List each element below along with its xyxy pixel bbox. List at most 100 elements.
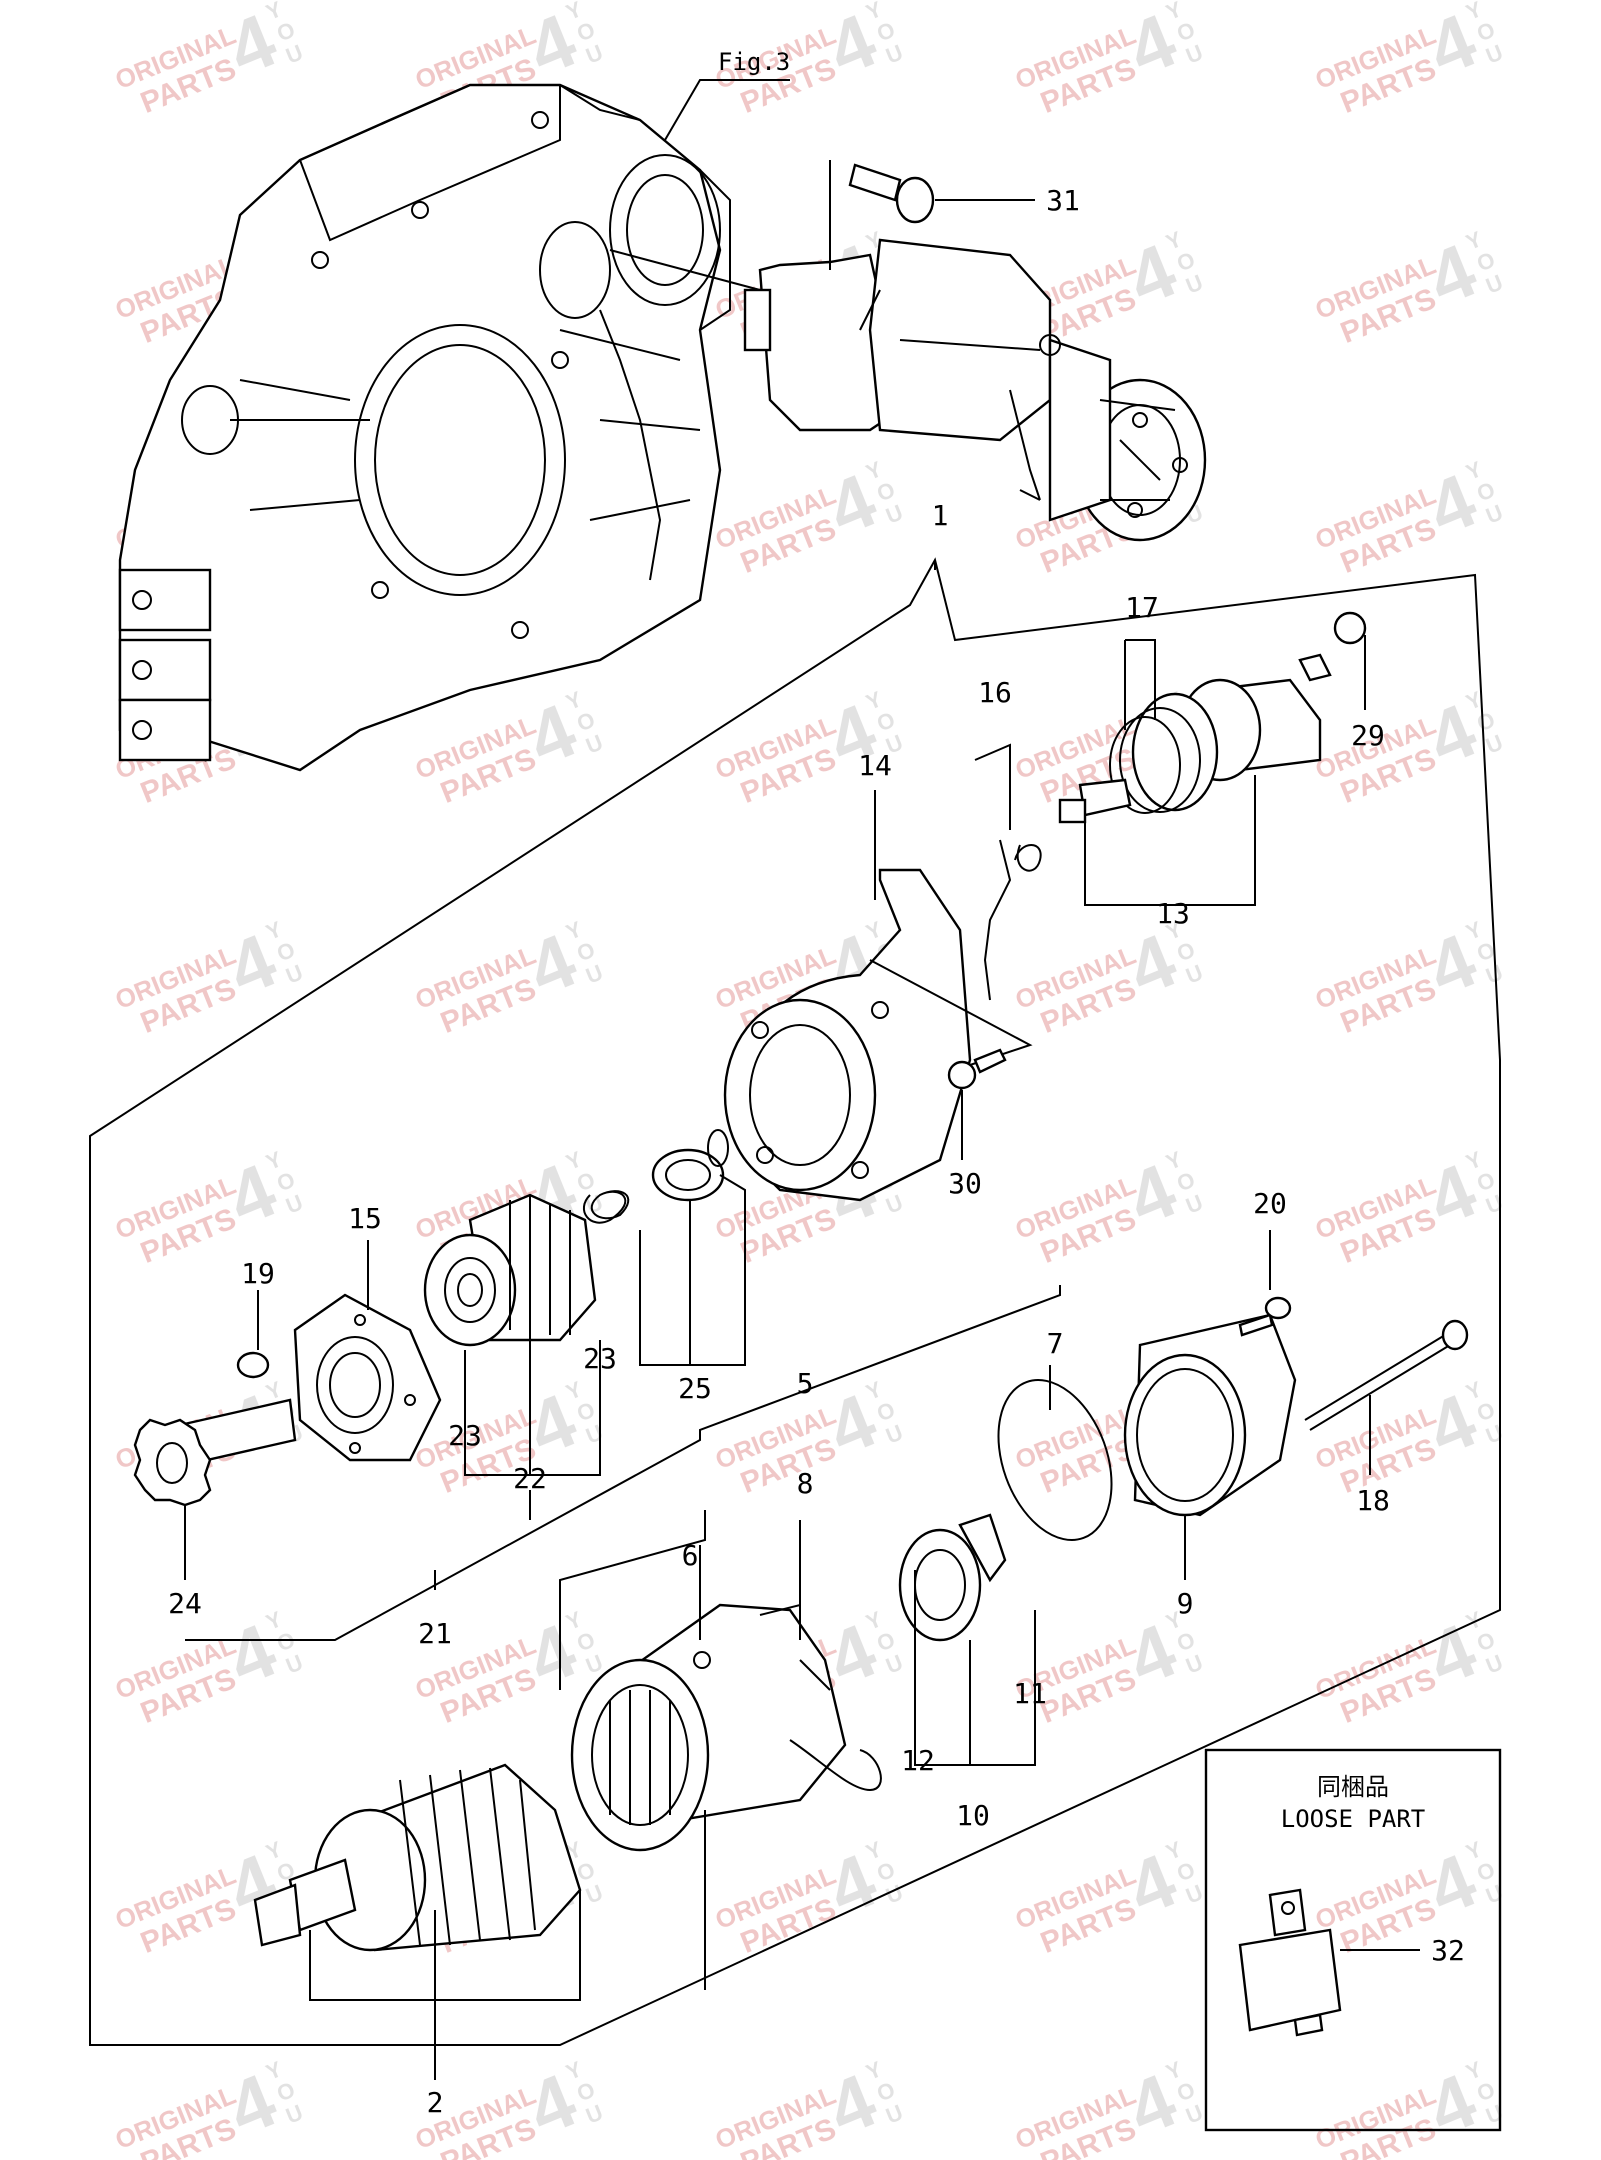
armature-2 — [253, 1763, 582, 2080]
callout-20: 20 — [1253, 1187, 1287, 1220]
callout-5: 5 — [797, 1367, 814, 1400]
svg-text:U: U — [1182, 1879, 1206, 1908]
starter-motor-assembly — [609, 160, 1207, 542]
svg-text:U: U — [582, 1419, 606, 1448]
callout-labels: 1 2 5 6 7 8 9 10 11 12 13 14 15 16 17 18… — [168, 184, 1465, 2119]
ring-spring-25 — [583, 1129, 746, 1366]
svg-text:U: U — [282, 2099, 306, 2128]
callout-7: 7 — [1047, 1327, 1064, 1360]
shield-plate-15 — [236, 1240, 442, 1462]
relay-32 — [1238, 1888, 1342, 2037]
through-bolt-18 — [1304, 1319, 1469, 1475]
svg-text:U: U — [582, 39, 606, 68]
screw-20 — [1238, 1230, 1292, 1337]
leader-21 — [185, 1285, 1061, 1641]
svg-text:U: U — [282, 1649, 306, 1678]
callout-21: 21 — [418, 1617, 452, 1650]
callout-23b: 23 — [583, 1342, 617, 1375]
svg-text:Y: Y — [262, 0, 285, 25]
o-ring-7 — [997, 1365, 1113, 1541]
pinion-gear-24 — [133, 1398, 297, 1580]
callout-17: 17 — [1125, 591, 1159, 624]
svg-text:U: U — [582, 729, 606, 758]
svg-text:U: U — [1182, 269, 1206, 298]
callout-9: 9 — [1177, 1587, 1194, 1620]
svg-text:U: U — [582, 2099, 606, 2128]
svg-text:U: U — [282, 1189, 306, 1218]
callout-23a: 23 — [448, 1419, 482, 1452]
svg-text:U: U — [882, 1189, 906, 1218]
callout-13: 13 — [1156, 897, 1190, 930]
callout-6: 6 — [682, 1539, 699, 1572]
callout-25: 25 — [678, 1372, 712, 1405]
bolt-31 — [848, 163, 1035, 224]
callout-31: 31 — [1046, 184, 1080, 217]
brush-holder — [898, 1513, 1036, 1766]
svg-text:U: U — [282, 39, 306, 68]
callout-16: 16 — [978, 676, 1012, 709]
callout-10: 10 — [956, 1799, 990, 1832]
loose-part-jp-label: 同梱品 — [1317, 1773, 1389, 1801]
svg-text:U: U — [582, 1879, 606, 1908]
flywheel-housing — [118, 83, 731, 772]
loose-part-en-label: LOOSE PART — [1281, 1805, 1426, 1833]
yoke-field-coil — [559, 1510, 882, 1990]
callout-8: 8 — [797, 1467, 814, 1500]
svg-text:Y: Y — [862, 0, 885, 25]
svg-text:U: U — [1482, 2099, 1506, 2128]
callout-22: 22 — [513, 1462, 547, 1495]
svg-text:U: U — [882, 2099, 906, 2128]
svg-text:U: U — [882, 1649, 906, 1678]
figure-reference: Fig.3 — [664, 48, 790, 141]
callout-32: 32 — [1431, 1934, 1465, 1967]
svg-text:U: U — [1182, 1189, 1206, 1218]
callout-30: 30 — [948, 1167, 982, 1200]
svg-text:U: U — [1482, 1879, 1506, 1908]
callout-18: 18 — [1356, 1484, 1390, 1517]
callout-2: 2 — [427, 2086, 444, 2119]
drive-housing-14 — [723, 790, 1033, 1202]
svg-text:U: U — [1182, 959, 1206, 988]
bolt-30 — [947, 1048, 1007, 1160]
svg-text:U: U — [882, 1419, 906, 1448]
svg-text:Y: Y — [562, 0, 585, 25]
callout-11: 11 — [1013, 1677, 1047, 1710]
svg-text:Y: Y — [1162, 0, 1185, 25]
svg-text:U: U — [1182, 1649, 1206, 1678]
loose-part-box: 同梱品 LOOSE PART — [1204, 1748, 1502, 2132]
svg-text:U: U — [1482, 729, 1506, 758]
callout-14: 14 — [858, 749, 892, 782]
svg-text:U: U — [1182, 2099, 1206, 2128]
svg-text:U: U — [282, 959, 306, 988]
svg-text:U: U — [882, 39, 906, 68]
svg-text:U: U — [1482, 1649, 1506, 1678]
callout-24: 24 — [168, 1587, 202, 1620]
svg-text:U: U — [582, 959, 606, 988]
svg-text:U: U — [882, 499, 906, 528]
svg-text:U: U — [1182, 39, 1206, 68]
callout-19: 19 — [241, 1257, 275, 1290]
figure-ref-label: Fig.3 — [718, 48, 790, 76]
